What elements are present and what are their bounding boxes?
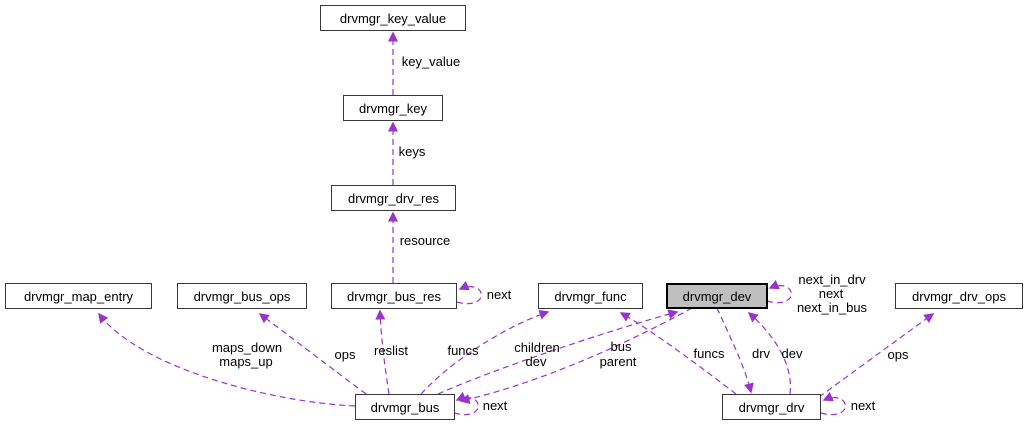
node-drvmgr-bus-ops[interactable]: drvmgr_bus_ops: [177, 283, 307, 309]
edge-label-resource: resource: [399, 233, 451, 248]
edge-label-children: children: [514, 340, 560, 355]
node-drvmgr-map-entry[interactable]: drvmgr_map_entry: [5, 283, 152, 309]
node-drvmgr-dev: drvmgr_dev: [666, 283, 768, 309]
edge-label-funcs-drv: funcs: [693, 346, 725, 361]
edge-label-next-in-drv: next_in_drv: [798, 272, 866, 287]
edge-bus-self-next: [453, 391, 479, 416]
node-drvmgr-func[interactable]: drvmgr_func: [538, 283, 643, 309]
edge-label-ops-drv: ops: [887, 347, 909, 362]
edge-label-next-drv: next: [850, 398, 876, 413]
edge-label-key-value: key_value: [401, 54, 461, 69]
edge-busres-self-next: [456, 280, 482, 305]
edge-dev-self-next: [766, 279, 792, 304]
edge-label-bus: bus: [610, 339, 632, 354]
edge-label-next-dev: next: [818, 286, 844, 301]
node-drvmgr-bus[interactable]: drvmgr_bus: [355, 394, 455, 420]
edge-drv-funcs: [619, 312, 737, 395]
edge-bus-parent: [459, 307, 693, 405]
edge-drv: [716, 307, 754, 394]
node-drvmgr-drv-res[interactable]: drvmgr_drv_res: [331, 185, 456, 211]
edge-reslist: [375, 309, 390, 395]
node-drvmgr-bus-res[interactable]: drvmgr_bus_res: [331, 283, 457, 309]
edge-dev: [747, 312, 791, 395]
edge-drv-self-next: [820, 391, 846, 416]
edge-label-next-bus: next: [482, 398, 508, 413]
edge-label-dev: dev: [781, 346, 803, 361]
node-drvmgr-drv-ops[interactable]: drvmgr_drv_ops: [895, 283, 1023, 309]
edge-label-parent: parent: [599, 354, 637, 369]
edge-maps: [98, 312, 356, 407]
edge-drv-ops: [818, 313, 935, 398]
edge-label-maps-up: maps_up: [219, 354, 273, 369]
edge-label-funcs-bus: funcs: [447, 343, 479, 358]
edge-children-dev: [437, 309, 679, 395]
edge-label-keys: keys: [398, 144, 426, 159]
edge-label-ops-bus: ops: [334, 347, 356, 362]
edge-bus-ops: [258, 313, 367, 395]
edge-label-next-in-bus: next_in_bus: [796, 300, 868, 315]
node-drvmgr-key-value[interactable]: drvmgr_key_value: [320, 5, 466, 31]
edge-label-reslist: reslist: [374, 343, 408, 358]
edge-label-dev-children: dev: [525, 354, 547, 369]
node-drvmgr-drv[interactable]: drvmgr_drv: [722, 394, 821, 420]
edge-label-maps-down: maps_down: [211, 340, 283, 355]
edge-label-next-busres: next: [486, 287, 512, 302]
edge-label-drv: drv: [751, 346, 771, 361]
node-drvmgr-key[interactable]: drvmgr_key: [343, 95, 443, 121]
